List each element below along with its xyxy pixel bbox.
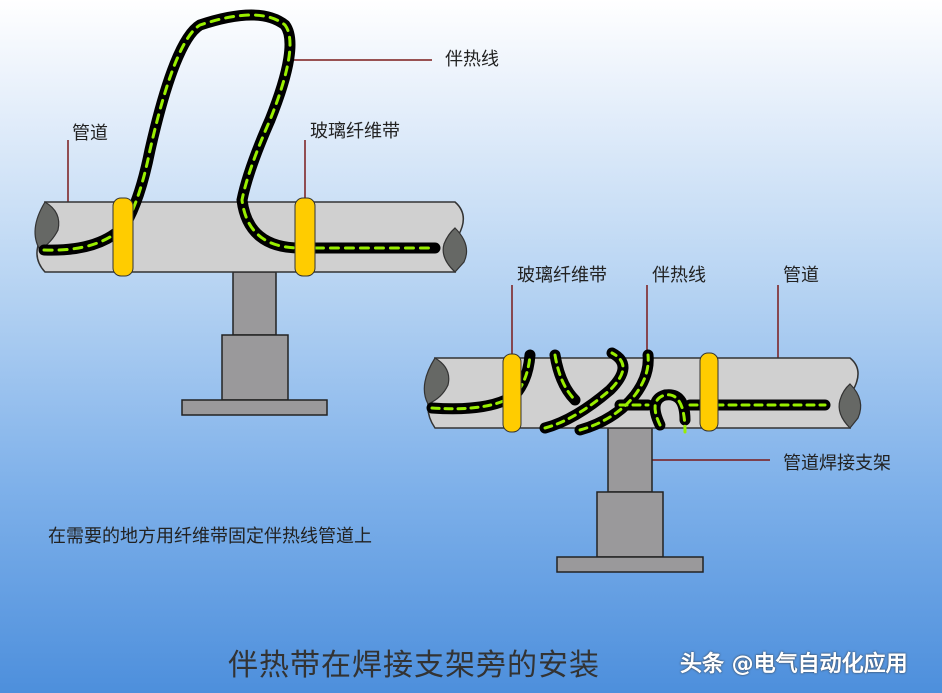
label-heat-cable-top: 伴热线	[445, 49, 499, 70]
caption: 在需要的地方用纤维带固定伴热线管道上	[48, 526, 372, 547]
diagram-title: 伴热带在焊接支架旁的安装	[228, 648, 600, 683]
leader-lines	[67, 59, 779, 461]
right-support	[556, 427, 704, 573]
pipe-end-right	[442, 227, 468, 273]
label-glass-tape-left: 玻璃纤维带	[310, 121, 400, 142]
label-glass-tape-right: 玻璃纤维带	[517, 265, 607, 286]
left-support	[181, 271, 328, 416]
left-pipe	[34, 201, 468, 273]
watermark: 头条 @电气自动化应用	[680, 652, 908, 677]
label-heat-cable-right: 伴热线	[652, 265, 706, 286]
right-glass-tape-bands	[502, 352, 719, 433]
pipe-end-right	[838, 383, 862, 429]
pipe-end-left	[423, 357, 450, 405]
label-support: 管道焊接支架	[783, 453, 891, 474]
label-pipe-right: 管道	[783, 265, 819, 286]
left-glass-tape-bands	[112, 197, 316, 277]
pipe-end-left	[34, 201, 60, 251]
label-pipe-left: 管道	[72, 123, 108, 144]
